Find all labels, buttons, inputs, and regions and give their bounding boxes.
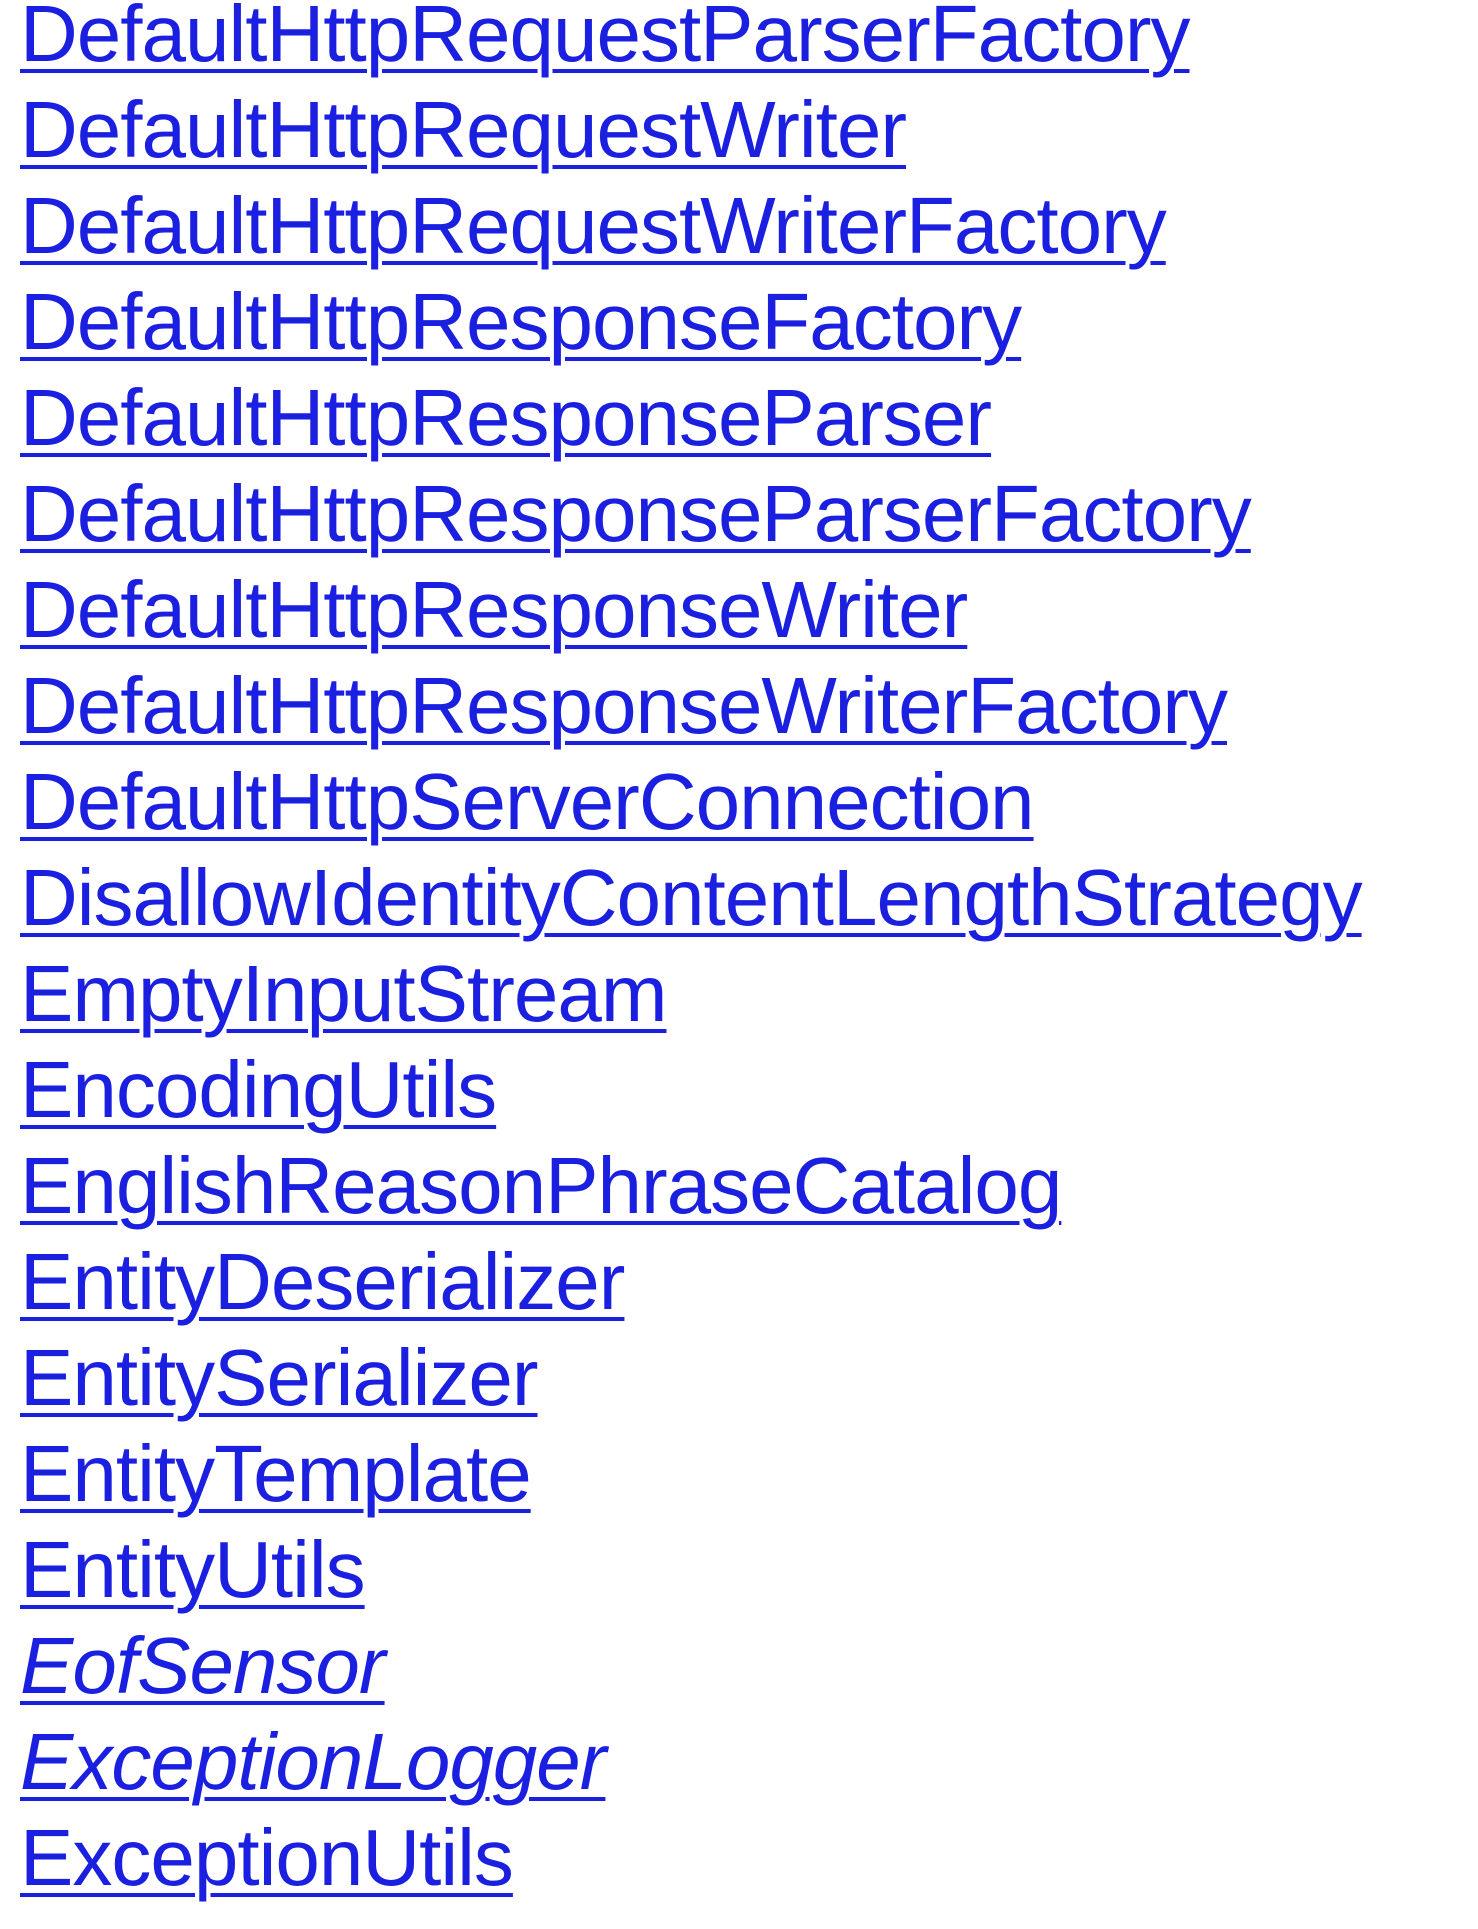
list-item: DefaultHttpResponseWriter <box>20 562 1362 658</box>
interface-link[interactable]: ExceptionLogger <box>20 1717 606 1806</box>
class-link[interactable]: DefaultHttpRequestWriter <box>20 85 907 174</box>
list-item: EnglishReasonPhraseCatalog <box>20 1138 1362 1234</box>
list-item: EncodingUtils <box>20 1042 1362 1138</box>
list-item: DefaultHttpResponseWriterFactory <box>20 658 1362 754</box>
list-item: EntityDeserializer <box>20 1234 1362 1330</box>
class-link[interactable]: EncodingUtils <box>20 1045 497 1134</box>
class-link[interactable]: DefaultHttpResponseWriterFactory <box>20 661 1228 750</box>
class-link[interactable]: DefaultHttpRequestWriterFactory <box>20 181 1167 270</box>
class-list: DefaultHttpRequestParserFactory DefaultH… <box>20 0 1363 1906</box>
interface-link[interactable]: EofSensor <box>20 1621 386 1710</box>
class-link[interactable]: DefaultHttpServerConnection <box>20 757 1035 846</box>
class-link[interactable]: DisallowIdentityContentLengthStrategy <box>20 853 1363 942</box>
class-link[interactable]: DefaultHttpResponseParserFactory <box>20 469 1252 558</box>
list-item: EntityUtils <box>20 1522 1362 1618</box>
list-item: DisallowIdentityContentLengthStrategy <box>20 850 1363 946</box>
class-link[interactable]: EnglishReasonPhraseCatalog <box>20 1141 1062 1230</box>
class-link[interactable]: EntityUtils <box>20 1525 366 1614</box>
list-item: EntityTemplate <box>20 1426 1362 1522</box>
class-link[interactable]: DefaultHttpResponseFactory <box>20 277 1022 366</box>
list-item: EmptyInputStream <box>20 946 1362 1042</box>
class-link[interactable]: EntityDeserializer <box>20 1237 625 1326</box>
class-link[interactable]: DefaultHttpRequestParserFactory <box>20 0 1191 78</box>
list-item: DefaultHttpRequestParserFactory <box>20 0 1362 82</box>
list-item: EofSensor <box>20 1618 1362 1714</box>
list-item: EntitySerializer <box>20 1330 1362 1426</box>
class-link[interactable]: DefaultHttpResponseParser <box>20 373 992 462</box>
class-link[interactable]: ExceptionUtils <box>20 1813 514 1902</box>
list-item: DefaultHttpServerConnection <box>20 754 1362 850</box>
list-item: DefaultHttpRequestWriterFactory <box>20 178 1362 274</box>
list-item: DefaultHttpResponseParser <box>20 370 1362 466</box>
list-item: DefaultHttpResponseFactory <box>20 274 1362 370</box>
class-link[interactable]: EntityTemplate <box>20 1429 532 1518</box>
list-item: ExceptionLogger <box>20 1714 1362 1810</box>
class-link[interactable]: DefaultHttpResponseWriter <box>20 565 968 654</box>
list-item: DefaultHttpRequestWriter <box>20 82 1362 178</box>
list-item: ExceptionUtils <box>20 1810 1362 1906</box>
list-item: DefaultHttpResponseParserFactory <box>20 466 1362 562</box>
class-link[interactable]: EmptyInputStream <box>20 949 667 1038</box>
class-link[interactable]: EntitySerializer <box>20 1333 539 1422</box>
